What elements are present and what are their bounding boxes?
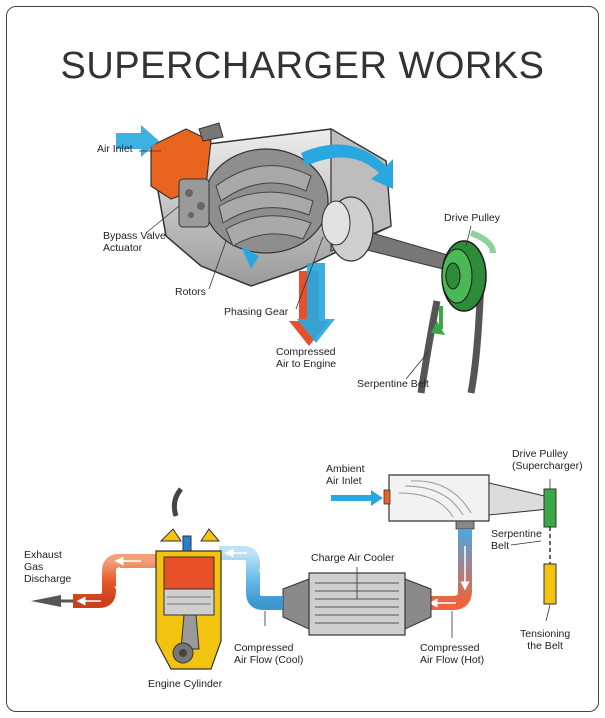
supercharger-diagram: [31, 122, 557, 670]
charge-air-cooler: [282, 572, 432, 636]
label-engine-cylinder: Engine Cylinder: [148, 678, 223, 690]
label-ambient-air-inlet: Ambient Air Inlet: [326, 463, 365, 487]
label-drive-pulley-supercharger: Drive Pulley (Supercharger): [512, 448, 583, 472]
label-phasing-gear: Phasing Gear: [224, 306, 289, 318]
label-compressed-air-hot: Compressed Air Flow (Hot): [420, 642, 485, 666]
exhaust-pipe: [31, 554, 156, 608]
hot-pipe: [428, 529, 472, 610]
supercharger-box: [383, 474, 550, 530]
label-air-inlet: Air Inlet: [97, 143, 133, 155]
page-title: SUPERCHARGER WORKS: [60, 45, 545, 87]
supercharger-illustration: [116, 122, 496, 394]
cool-pipe: [219, 546, 283, 610]
diagram-frame: SUPERCHARGER WORKS: [6, 6, 599, 712]
leader-lines-bottom: [264, 479, 551, 638]
label-tensioning-the-belt: Tensioning the Belt: [520, 628, 571, 652]
label-exhaust-gas-discharge: Exhaust Gas Discharge: [24, 549, 72, 585]
tensioner: [543, 563, 557, 605]
label-drive-pulley: Drive Pulley: [444, 212, 501, 224]
label-serpentine-belt: Serpentine Belt: [491, 528, 542, 552]
label-compressed-air-cool: Compressed Air Flow (Cool): [234, 642, 304, 666]
label-rotors: Rotors: [175, 286, 206, 298]
label-compressed-air-to-engine: Compressed Air to Engine: [276, 346, 337, 370]
label-charge-air-cooler: Charge Air Cooler: [311, 552, 395, 564]
label-serpentine-belt-top: Serpentine Belt: [357, 378, 429, 390]
ambient-air-arrow: [331, 490, 383, 506]
drive-pulley-sc: [543, 488, 557, 528]
leader-lines-top: [139, 150, 472, 380]
label-bypass-valve-actuator: Bypass Valve Actuator: [103, 230, 166, 254]
engine-cylinder: [155, 487, 222, 670]
